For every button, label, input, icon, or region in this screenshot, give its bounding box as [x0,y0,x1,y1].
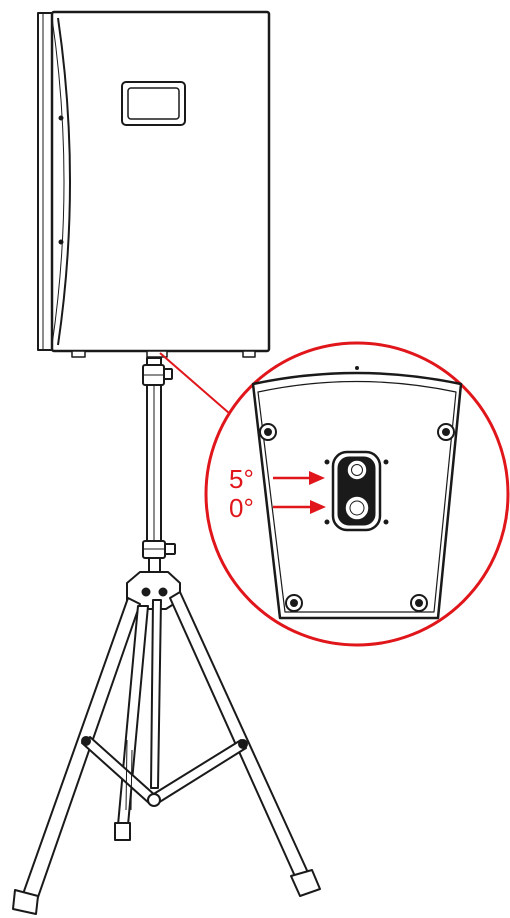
speaker-body [50,10,271,353]
mast-clamp-lower [142,540,176,559]
speaker-handle [121,81,186,126]
callout-leader-line [159,352,238,421]
leg-right [169,591,321,897]
tilt-0-arrow [273,500,326,514]
leg-left [12,597,141,915]
tilt-5-arrow [273,471,325,485]
stand-mast [146,357,162,579]
speaker-side-panel [37,12,53,351]
bottom-plate-feet [259,423,455,612]
leg-braces [81,599,248,811]
tilt-5-degree-label: 5° [229,464,254,494]
speaker-feet [71,350,256,358]
tilt-0-degree-label: 0° [229,493,254,523]
mast-clamp-upper [142,364,173,386]
speaker-front-edge [57,17,71,346]
speaker-cabinet [37,10,271,358]
detail-callout: 5° 0° [159,341,510,647]
pole-mount-socket [324,450,389,532]
tripod-stand [12,357,321,915]
